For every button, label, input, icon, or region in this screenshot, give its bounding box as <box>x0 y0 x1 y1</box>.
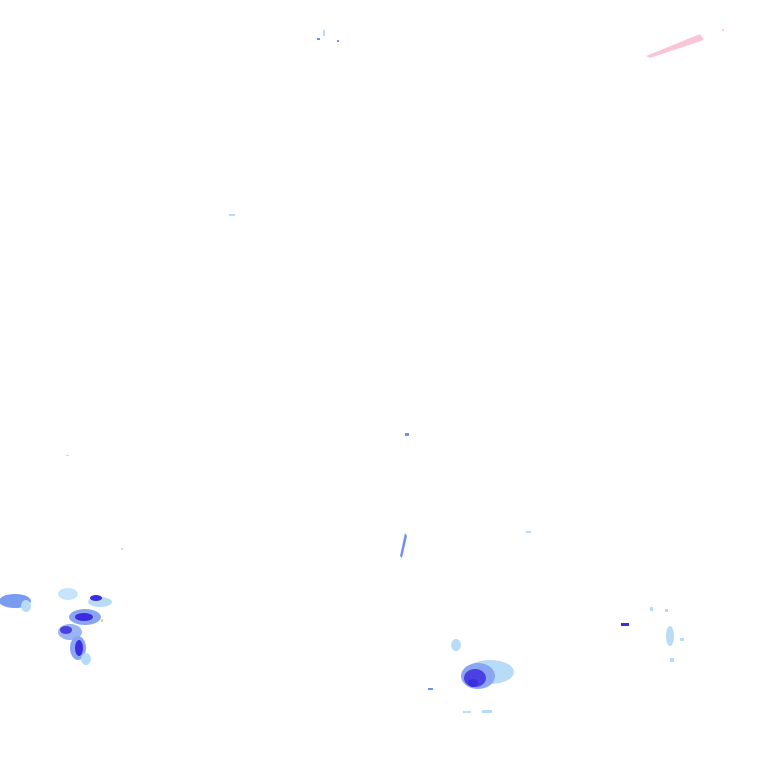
echo-central-streak <box>400 533 407 558</box>
echo-cluster-bottom-center <box>428 639 514 713</box>
echo-top-specks <box>66 30 531 550</box>
echo-cluster-bottom-right <box>621 607 684 662</box>
echo-mixed-top-right <box>646 29 724 58</box>
echo-cluster-bottom-left <box>0 588 112 665</box>
